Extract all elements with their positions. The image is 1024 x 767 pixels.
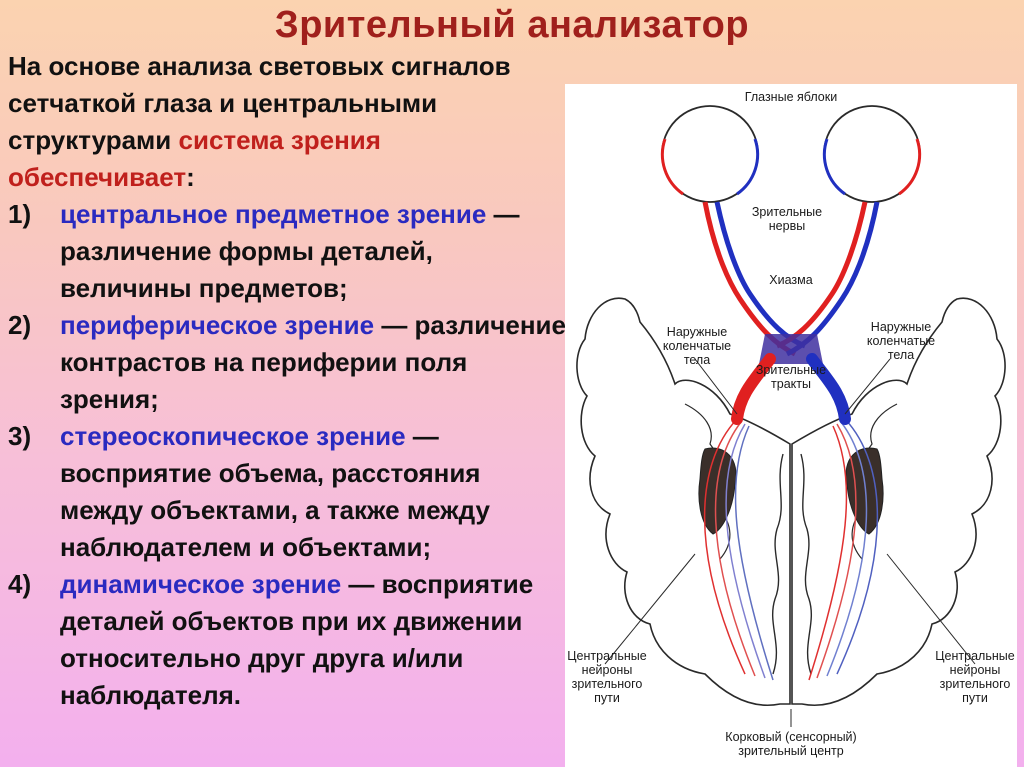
item-number: 2) — [8, 310, 32, 340]
label-neurons-right-2: нейроны — [950, 663, 1001, 677]
item-term: периферическое зрение — [60, 310, 375, 340]
intro-highlight: система зрения обеспечивает — [8, 125, 381, 192]
label-tracts-2: тракты — [771, 377, 811, 391]
label-lgn-right-2: коленчатые — [867, 334, 935, 348]
item-number: 1) — [8, 199, 32, 229]
left-optic-radiation-1 — [703, 418, 746, 675]
label-lgn-left-2: коленчатые — [663, 339, 731, 353]
label-neurons-right-4: пути — [962, 691, 988, 705]
intro-paragraph: На основе анализа световых сигналов сетч… — [8, 48, 568, 196]
item-dash: — — [405, 421, 439, 451]
label-chiasm: Хиазма — [769, 273, 812, 287]
leader-neurons-left — [604, 553, 696, 665]
right-retina-blue — [822, 138, 846, 196]
item-number: 4) — [8, 569, 32, 599]
label-neurons-left-4: пути — [594, 691, 620, 705]
text-block: На основе анализа световых сигналов сетч… — [8, 48, 568, 714]
label-lgn-left-3: тела — [684, 353, 710, 367]
item-dash: — — [374, 310, 415, 340]
label-lgn-left-1: Наружные — [667, 325, 727, 339]
midline-sulcus-left — [771, 453, 784, 675]
slide-title: Зрительный анализатор — [274, 4, 750, 46]
label-tracts-1: Зрительные — [756, 363, 826, 377]
list-item: 2) периферическое зрение — различение ко… — [8, 307, 568, 418]
leader-neurons-right — [886, 553, 976, 665]
right-optic-tract — [806, 353, 851, 425]
item-dash: — — [341, 569, 382, 599]
label-neurons-left-1: Центральные — [567, 649, 646, 663]
left-hemisphere — [576, 297, 791, 706]
item-description: восприятие деталей объектов при их движе… — [60, 569, 534, 710]
list-item: 4) динамическое зрение — восприятие дета… — [8, 566, 568, 714]
leader-lgn-right — [844, 358, 891, 415]
item-term: центральное предметное зрение — [60, 199, 487, 229]
left-retina-blue — [736, 138, 760, 196]
midline-sulcus-right — [800, 453, 813, 675]
label-cortex-2: зрительный центр — [738, 744, 844, 758]
item-description: различение формы деталей, величины предм… — [60, 236, 433, 303]
list-item: 3) стереоскопическое зрение — восприятие… — [8, 418, 568, 566]
label-neurons-left-2: нейроны — [582, 663, 633, 677]
right-optic-radiation-1 — [836, 418, 879, 675]
label-neurons-right-1: Центральные — [935, 649, 1014, 663]
left-optic-radiation-2 — [714, 421, 756, 677]
item-description: различение контрастов на периферии поля … — [60, 310, 566, 414]
visual-pathway-figure: Глазные яблоки Зрительные нервы Хиазма Н… — [565, 84, 1017, 767]
label-lgn-right-3: тела — [888, 348, 914, 362]
left-optic-tract — [731, 353, 776, 425]
label-neurons-left-3: зрительного — [572, 677, 643, 691]
label-cortex-1: Корковый (сенсорный) — [725, 730, 856, 744]
label-neurons-right-3: зрительного — [940, 677, 1011, 691]
label-optic-nerves-1: Зрительные — [752, 205, 822, 219]
list-item: 1) центральное предметное зрение — разли… — [8, 196, 568, 307]
item-number: 3) — [8, 421, 32, 451]
right-optic-radiation-2 — [826, 421, 868, 677]
right-retina-red — [898, 138, 922, 196]
leader-lgn-left — [694, 358, 738, 415]
left-optic-radiation-4 — [734, 425, 774, 681]
visual-pathway-diagram: Глазные яблоки Зрительные нервы Хиазма Н… — [567, 90, 1014, 758]
item-dash: — — [486, 199, 520, 229]
right-optic-radiation-3 — [816, 423, 857, 679]
intro-text: На основе анализа световых сигналов сетч… — [8, 51, 511, 155]
item-term: стереоскопическое зрение — [60, 421, 406, 451]
vision-types-list: 1) центральное предметное зрение — разли… — [8, 196, 568, 714]
right-hemisphere — [791, 297, 1006, 706]
left-retina-red — [660, 138, 684, 196]
left-optic-radiation-3 — [725, 423, 766, 679]
item-term: динамическое зрение — [60, 569, 342, 599]
right-optic-radiation-4 — [808, 425, 848, 681]
label-eyeballs: Глазные яблоки — [745, 90, 837, 104]
label-lgn-right-1: Наружные — [871, 320, 931, 334]
label-optic-nerves-2: нервы — [769, 219, 805, 233]
item-description: восприятие объема, расстояния между объе… — [60, 458, 490, 562]
intro-colon: : — [186, 162, 195, 192]
